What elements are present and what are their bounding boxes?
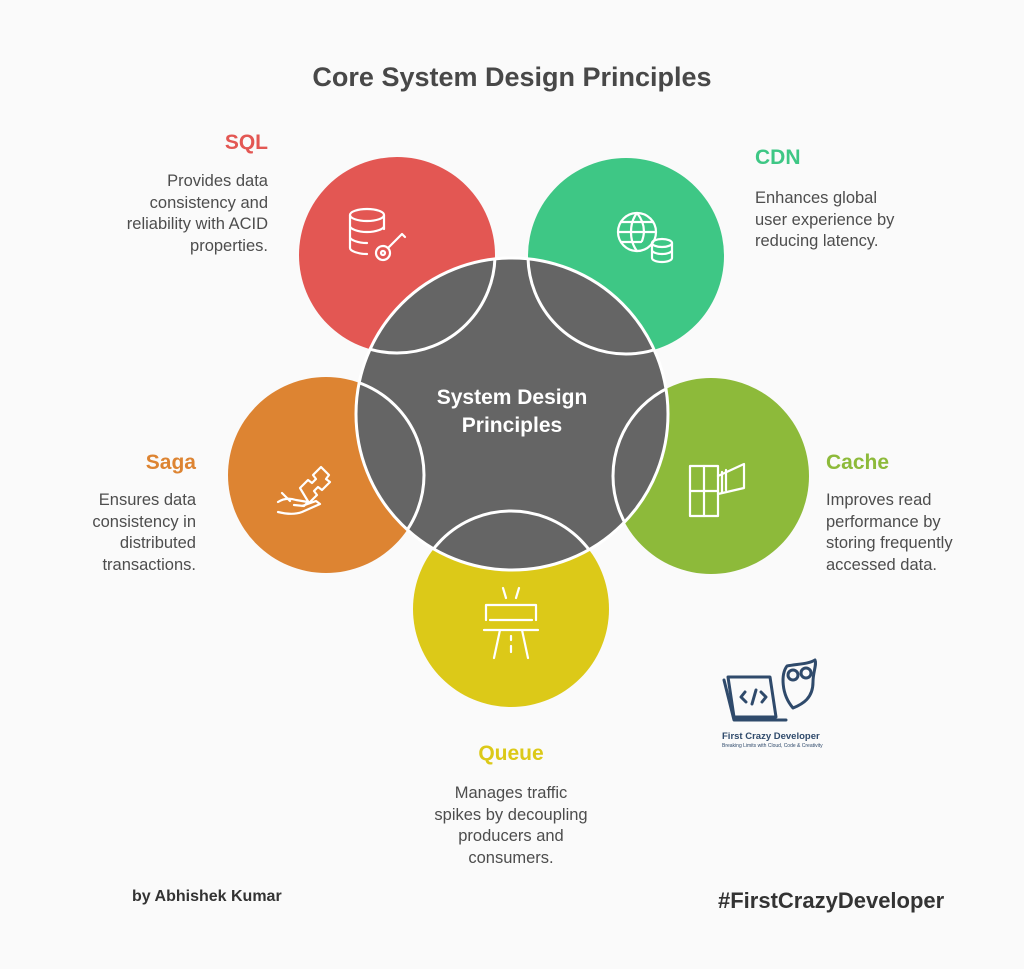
overlap-arcs — [356, 258, 668, 570]
hashtag: #FirstCrazyDeveloper — [718, 888, 945, 913]
desc-line: Ensures data — [98, 491, 196, 509]
storage-cabinet-icon — [688, 462, 746, 518]
cache-description: Improves read performance by storing frequ… — [826, 490, 953, 576]
desc-line: Enhances global — [755, 189, 878, 207]
saga-description: Ensures data consistency in distributed tra… — [46, 490, 196, 576]
globe-database-icon — [616, 211, 674, 264]
queue-label: Queue — [478, 742, 544, 765]
center-circle — [354, 256, 670, 572]
desc-line: consumers. — [468, 848, 554, 867]
saga-label: Saga — [145, 451, 196, 474]
sql-description: Provides data consistency and reliability … — [90, 171, 268, 257]
desc-line: properties. — [190, 236, 268, 255]
desc-line: reliability with ACID — [126, 215, 268, 233]
logo-icon — [722, 658, 818, 722]
desc-line: Manages traffic — [454, 784, 568, 802]
database-key-icon — [348, 207, 407, 262]
author-byline: by Abhishek Kumar — [132, 888, 282, 905]
desc-line: Improves read — [826, 491, 932, 509]
hand-puzzle-icon — [276, 465, 332, 515]
desc-line: storing frequently — [826, 534, 953, 552]
highway-toll-icon — [482, 586, 540, 660]
center-label-line2: Principles — [461, 414, 563, 437]
desc-line: consistency and — [149, 193, 268, 212]
desc-line: user experience by — [755, 210, 895, 229]
desc-line: producers and — [458, 827, 564, 845]
desc-line: performance by — [826, 512, 941, 531]
desc-line: reducing latency. — [755, 232, 879, 250]
desc-line: accessed data. — [826, 555, 937, 574]
desc-line: Provides data — [167, 172, 268, 190]
logo-tagline: Breaking Limits with Cloud, Code & Creat… — [722, 743, 823, 749]
sql-label: SQL — [224, 131, 268, 154]
center-label-line1: System Design — [436, 386, 588, 409]
desc-line: spikes by decoupling — [434, 805, 588, 824]
desc-line: distributed — [119, 534, 196, 552]
cdn-description: Enhances global user experience by reducin… — [755, 188, 894, 253]
desc-line: transactions. — [102, 555, 196, 574]
logo-name: First Crazy Developer — [722, 731, 820, 742]
page-title: Core System Design Principles — [312, 62, 712, 92]
queue-description: Manages traffic spikes by decoupling produ… — [400, 783, 622, 869]
center-label: System Design Principles — [390, 384, 634, 440]
cdn-label: CDN — [755, 146, 801, 169]
desc-line: consistency in — [92, 512, 196, 531]
cache-label: Cache — [826, 451, 890, 474]
